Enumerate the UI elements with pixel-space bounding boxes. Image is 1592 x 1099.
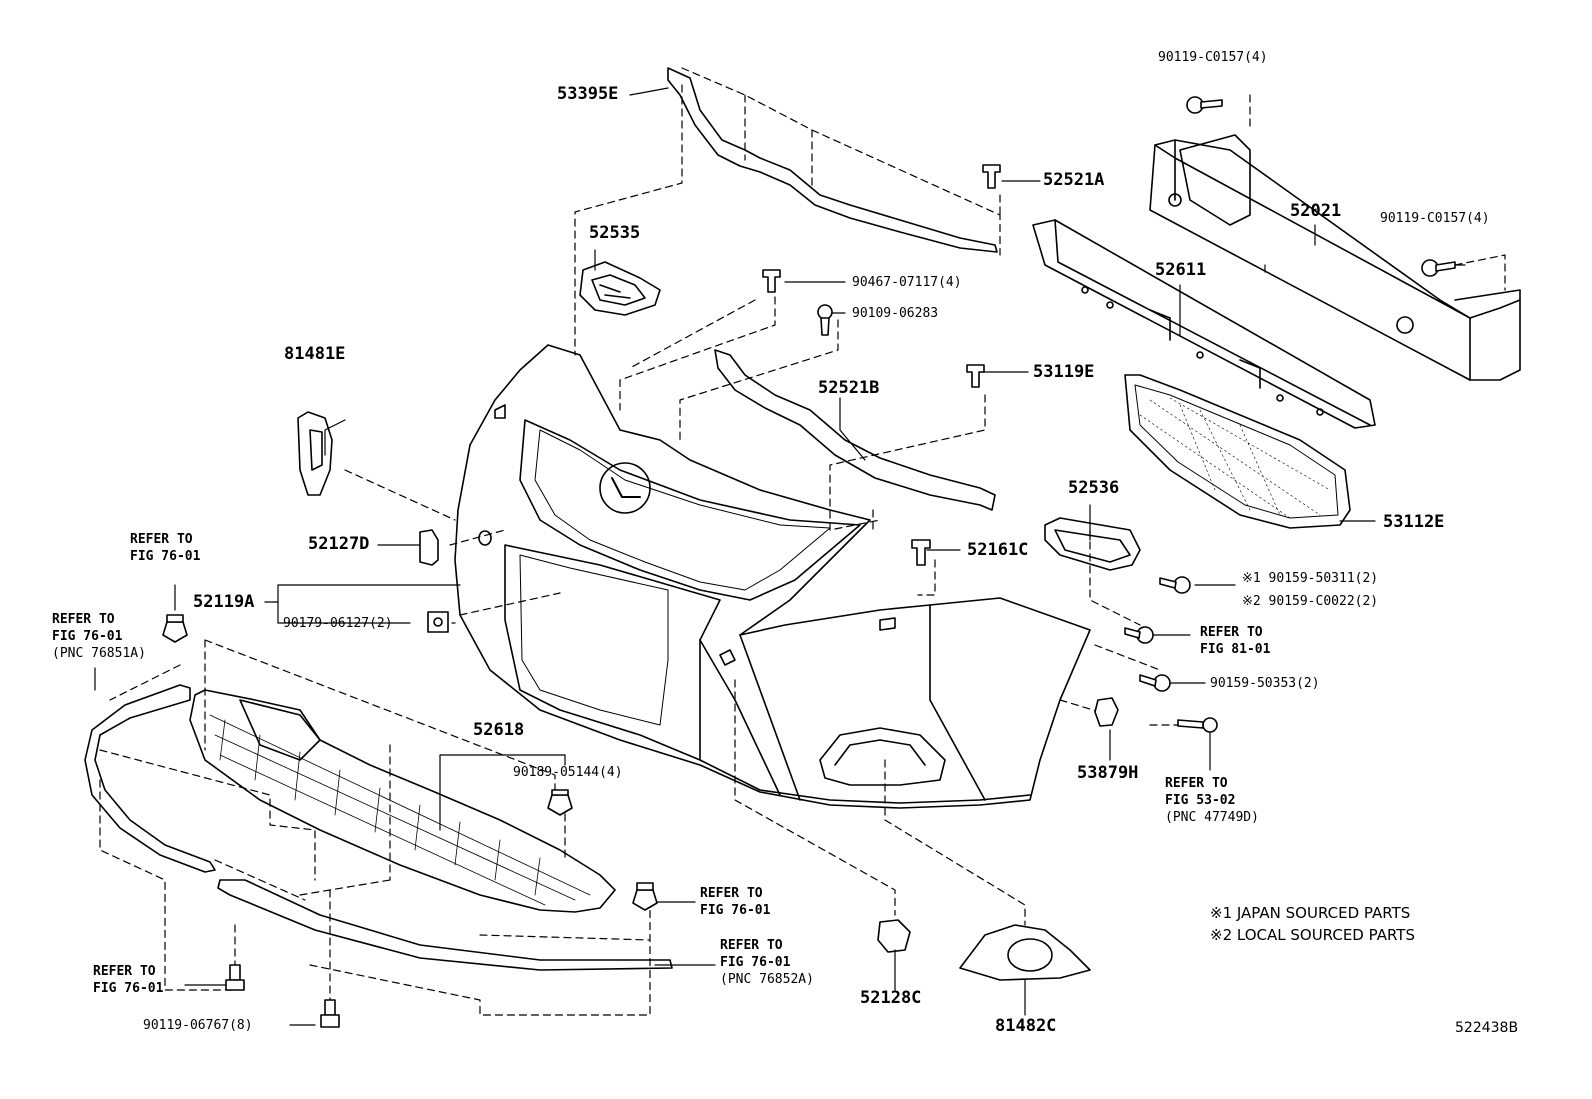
label-90159-50311: ※1 90159-50311(2) xyxy=(1242,571,1379,586)
label-81481E: 81481E xyxy=(284,344,346,364)
nut-icon xyxy=(162,614,188,643)
part-81482C-cover xyxy=(959,924,1091,981)
dashed-guide-lines xyxy=(99,67,1506,1016)
label-81482C: 81482C xyxy=(995,1016,1057,1036)
nut-icon xyxy=(547,789,573,816)
label-90159-C0022: ※2 90159-C0022(2) xyxy=(1242,594,1379,609)
part-52535-bracket xyxy=(579,261,661,316)
clip-icon xyxy=(762,269,781,293)
sensor-icon xyxy=(1094,697,1119,727)
part-lower-spoiler-left xyxy=(84,684,216,873)
label-53395E: 53395E xyxy=(557,84,619,104)
clip-icon xyxy=(982,164,1001,189)
diagram-code: 522438B xyxy=(1455,1020,1519,1036)
leader-lines xyxy=(94,87,1466,1026)
label-52611: 52611 xyxy=(1155,260,1207,280)
label-90119-C0157-top: 90119-C0157(4) xyxy=(1158,50,1268,65)
part-52611-absorber xyxy=(1032,219,1376,429)
bolt-icon xyxy=(817,304,833,336)
note-local-sourced: ※2 LOCAL SOURCED PARTS xyxy=(1210,926,1415,944)
clip-icon xyxy=(911,539,931,566)
label-52618: 52618 xyxy=(473,720,525,740)
bolt-icon xyxy=(1124,626,1154,644)
note-japan-sourced: ※1 JAPAN SOURCED PARTS xyxy=(1210,904,1411,922)
label-90159-50353: 90159-50353(2) xyxy=(1210,676,1320,691)
bolt-icon xyxy=(1186,96,1223,114)
label-52161C: 52161C xyxy=(967,540,1029,560)
bolt-icon xyxy=(1159,576,1191,594)
bolt-icon xyxy=(1139,674,1171,692)
nut-icon xyxy=(427,611,449,633)
label-90119-C0157-right: 90119-C0157(4) xyxy=(1380,211,1490,226)
label-90467-07117: 90467-07117(4) xyxy=(852,275,962,290)
label-53879H: 53879H xyxy=(1077,763,1139,783)
part-52618-undercover xyxy=(189,689,616,913)
label-53112E: 53112E xyxy=(1383,512,1445,532)
clip-icon xyxy=(966,364,985,388)
part-52128C-cap xyxy=(877,919,911,953)
cap-icon xyxy=(419,529,439,566)
part-53112E-grille xyxy=(1124,374,1351,529)
label-90119-06767: 90119-06767(8) xyxy=(143,1018,253,1033)
part-52021-reinforcement xyxy=(1149,134,1521,381)
part-52119A-bumper-cover xyxy=(454,344,1091,809)
part-81481E-cover xyxy=(297,411,333,496)
part-lower-spoiler-center xyxy=(217,879,673,971)
label-53119E: 53119E xyxy=(1033,362,1095,382)
part-53395E-molding xyxy=(667,67,998,253)
label-52536: 52536 xyxy=(1068,478,1120,498)
label-52535: 52535 xyxy=(589,223,641,243)
screw-icon xyxy=(225,964,245,991)
label-52021: 52021 xyxy=(1290,201,1342,221)
label-52521A: 52521A xyxy=(1043,170,1105,190)
label-90179-06127: 90179-06127(2) xyxy=(283,616,393,631)
label-52521B: 52521B xyxy=(818,378,880,398)
label-90109-06283: 90109-06283 xyxy=(852,306,939,321)
part-52521B-retainer xyxy=(714,349,996,511)
label-52128C: 52128C xyxy=(860,988,922,1008)
label-90189-05144: 90189-05144(4) xyxy=(513,765,623,780)
part-52536-bracket xyxy=(1044,517,1141,571)
clip-icon xyxy=(1177,717,1218,733)
label-52127D: 52127D xyxy=(308,534,370,554)
label-52119A: 52119A xyxy=(193,592,255,612)
nut-icon xyxy=(632,882,658,911)
fastener-icons xyxy=(162,96,1456,1028)
bolt-icon xyxy=(1421,259,1456,277)
screw-icon xyxy=(320,999,340,1028)
notes-legend: ※1 JAPAN SOURCED PARTS ※2 LOCAL SOURCED … xyxy=(1210,902,1415,946)
